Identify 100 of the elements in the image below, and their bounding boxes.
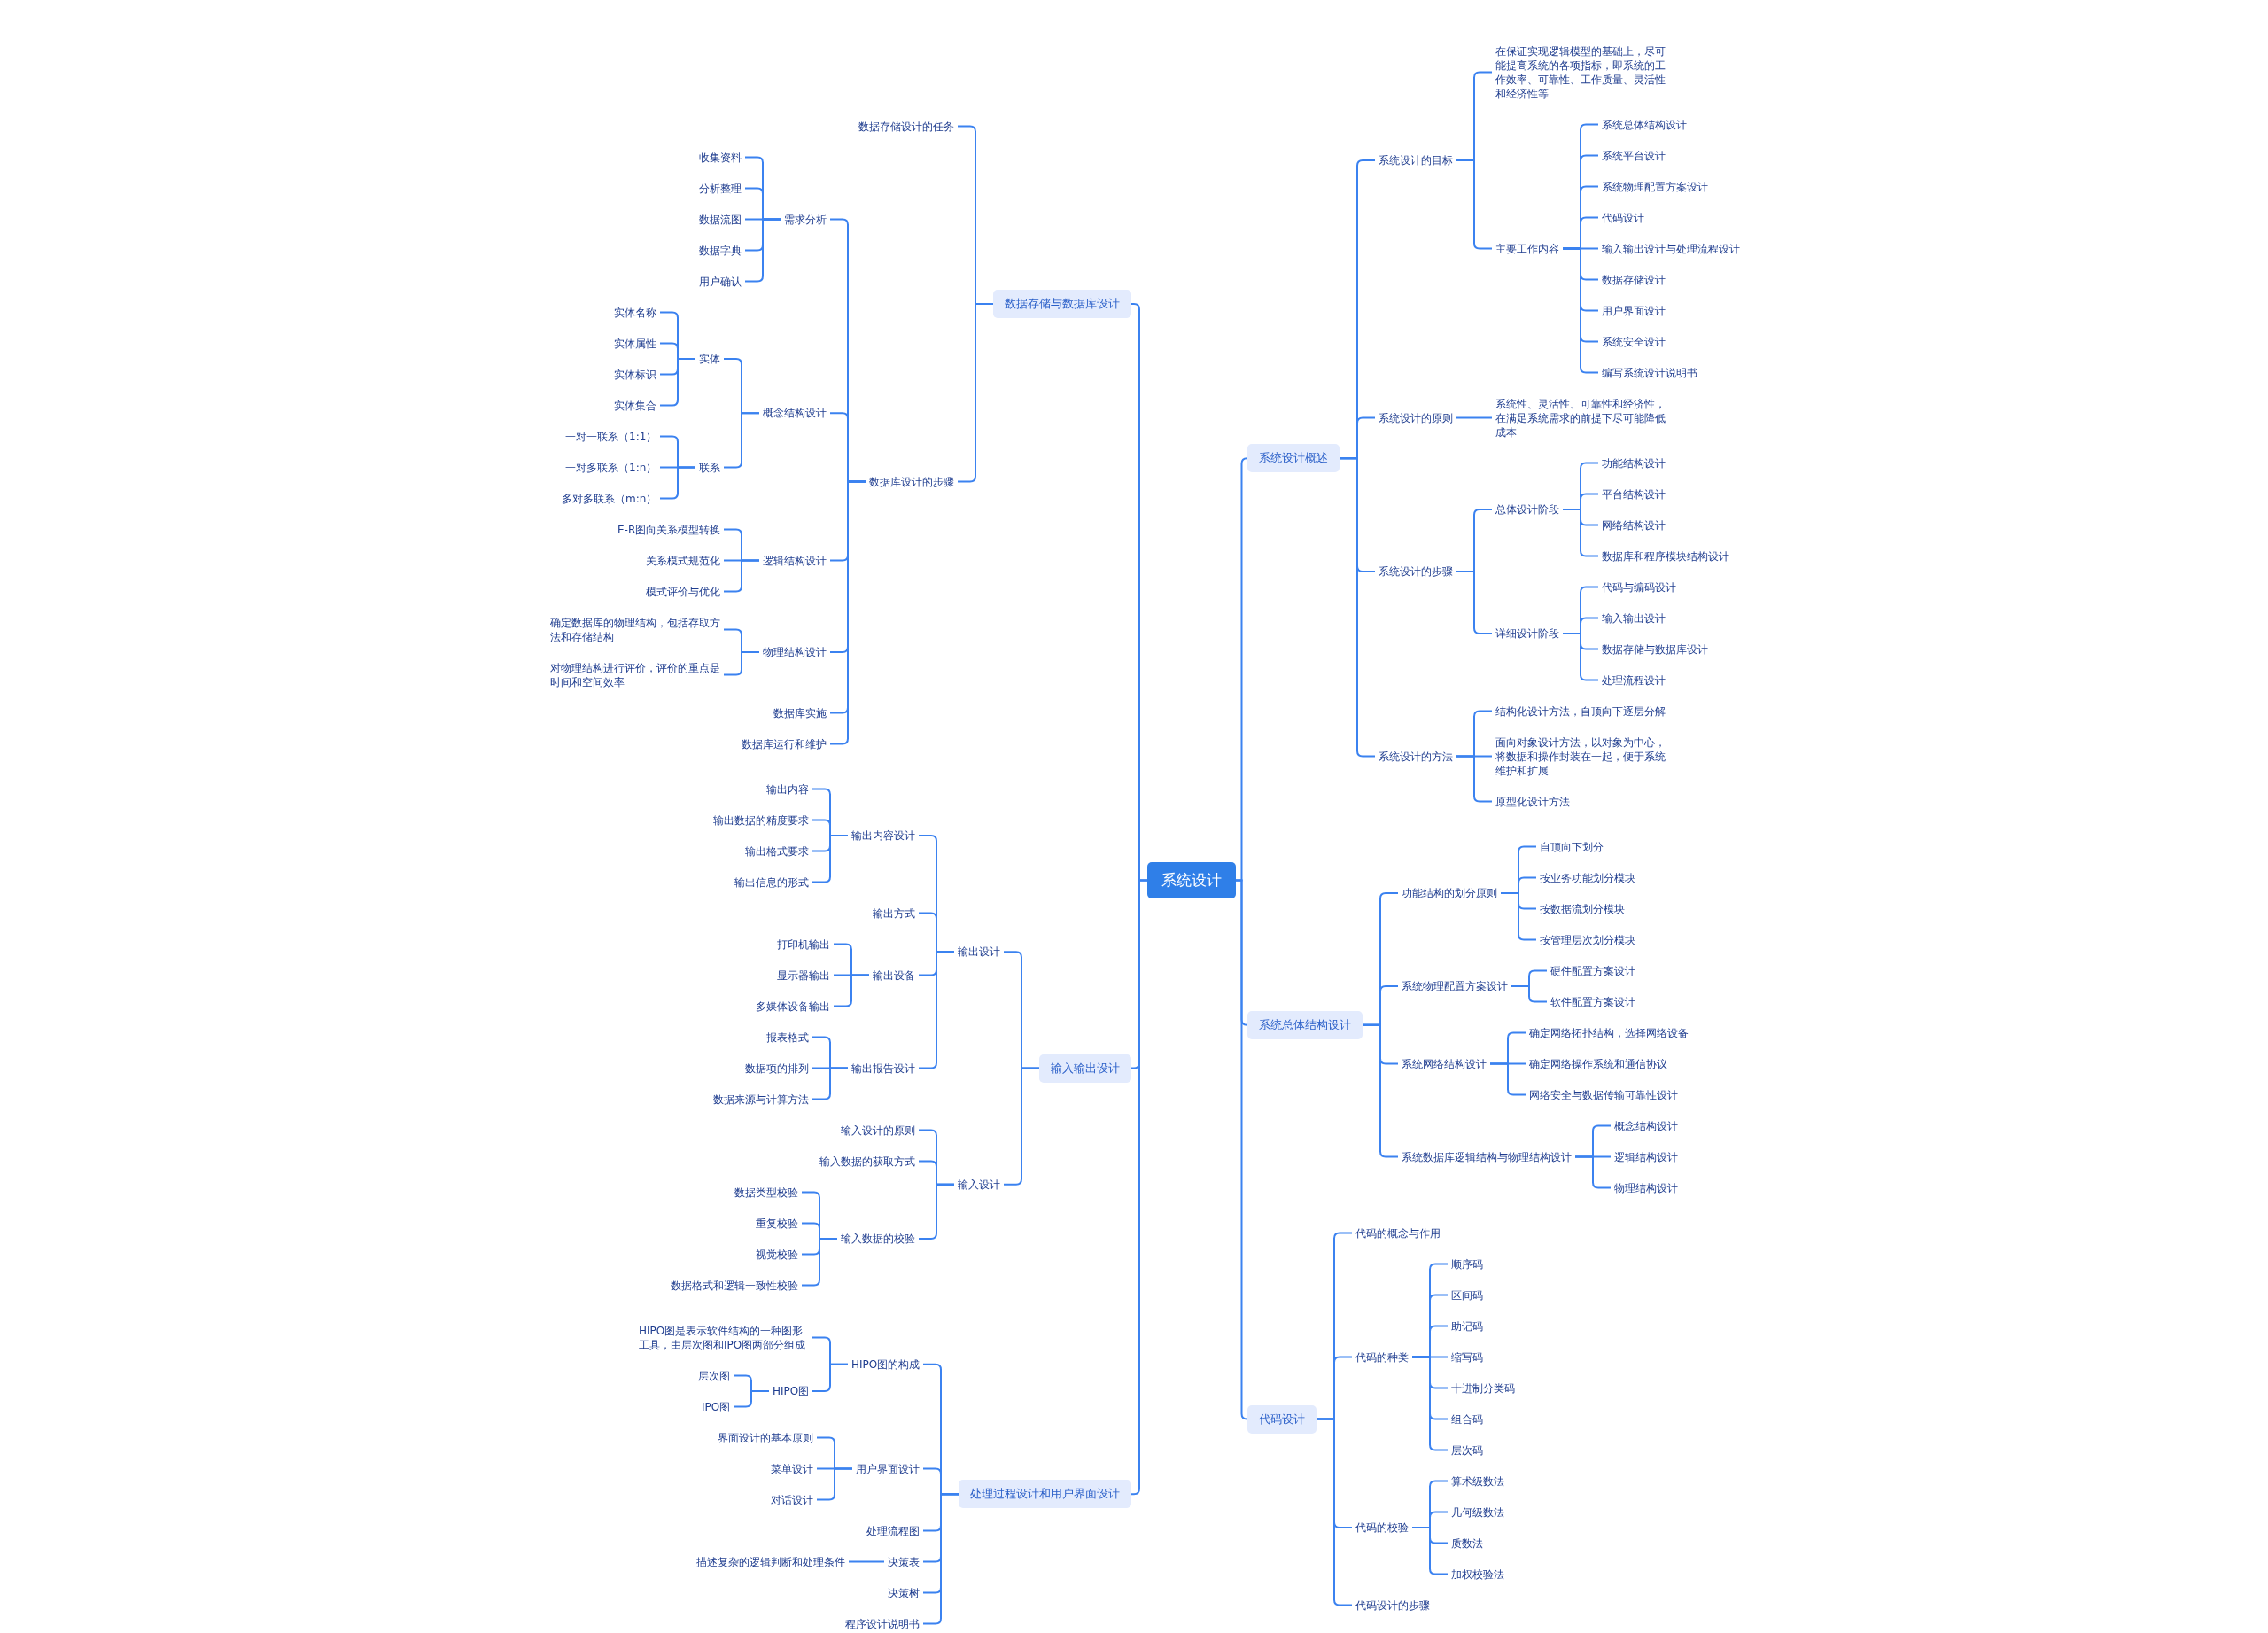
topic-text: 物理结构设计 (759, 643, 830, 661)
topic-text: 十进制分类码 (1448, 1379, 1518, 1397)
topic-text: 数据存储设计的任务 (855, 117, 958, 136)
topic-text: 输出内容设计 (848, 827, 919, 844)
topic-text: 结构化设计方法，自顶向下逐层分解 (1492, 702, 1669, 720)
topic-text: 质数法 (1448, 1534, 1487, 1552)
connector-line (1511, 985, 1548, 1003)
topic-text: 算术级数法 (1448, 1472, 1508, 1490)
topic-text: 平台结构设计 (1598, 485, 1669, 503)
topic-text: 系统数据库逻辑结构与物理结构设计 (1398, 1147, 1575, 1166)
topic-text: HIPO图是表示软件结构的一种图形工具，由层次图和IPO图两部分组成 (635, 1321, 812, 1354)
topic-text: 代码的种类 (1352, 1348, 1412, 1366)
topic-text: 确定网络操作系统和通信协议 (1526, 1054, 1671, 1073)
topic-text: 实体属性 (610, 334, 660, 353)
topic-text: 确定网络拓扑结构，选择网络设备 (1526, 1023, 1692, 1042)
connector-line (848, 1560, 885, 1563)
connector-line (812, 1363, 849, 1392)
topic-text: 面向对象设计方法，以对象为中心，将数据和操作封装在一起，便于系统维护和扩展 (1492, 733, 1669, 780)
topic-text: 对话设计 (767, 1490, 817, 1509)
topic-box: 数据存储与数据库设计 (993, 290, 1131, 318)
topic-text: 视觉校验 (752, 1245, 802, 1264)
connector-line (1489, 1062, 1526, 1096)
connector-line (1562, 509, 1599, 557)
connector-line (812, 835, 849, 883)
topic-text: 软件配置方案设计 (1547, 992, 1639, 1011)
topic-text: 输出报告设计 (848, 1059, 919, 1077)
topic-text: 概念结构设计 (1611, 1116, 1682, 1135)
topic-text: 输出设备 (869, 966, 919, 984)
topic-text: 系统平台设计 (1598, 146, 1669, 165)
topic-text: 数据来源与计算方法 (710, 1090, 812, 1108)
topic-box: 代码设计 (1247, 1404, 1317, 1434)
connector-line (744, 218, 781, 283)
topic-text: 网络安全与数据传输可靠性设计 (1526, 1085, 1682, 1104)
topic-text: 按管理层次划分模块 (1536, 930, 1639, 949)
topic-text: 描述复杂的逻辑判断和处理条件 (693, 1552, 849, 1571)
topic-text: 输出方式 (869, 904, 919, 922)
topic-text: 按数据流划分模块 (1536, 899, 1628, 918)
topic-box: 输入输出设计 (1039, 1054, 1131, 1083)
connector-line (723, 412, 760, 469)
topic-text: 决策表 (884, 1552, 923, 1571)
topic-text: 用户界面设计 (852, 1459, 923, 1478)
topic-text: 代码的概念与作用 (1352, 1224, 1444, 1242)
central-topic: 系统设计 (1147, 862, 1236, 898)
topic-text: 在保证实现逻辑模型的基础上，尽可能提高系统的各项指标，即系统的工作效率、可靠性、工作质量、灵活性和经济性等 (1492, 42, 1669, 103)
topic-text: 顺序码 (1448, 1255, 1487, 1273)
topic-text: 数据格式和逻辑一致性校验 (667, 1276, 802, 1295)
connector-line (833, 974, 870, 1007)
topic-text: 系统物理配置方案设计 (1398, 977, 1511, 995)
topic-text: 组合码 (1448, 1410, 1487, 1428)
topic-text: 系统网络结构设计 (1398, 1054, 1490, 1073)
topic-text: 关系模式规范化 (642, 551, 724, 570)
topic-text: 分析整理 (695, 179, 745, 198)
topic-text: 打印机输出 (773, 935, 834, 953)
topic-text: 数据库实施 (770, 704, 830, 722)
topic-text: 实体名称 (610, 303, 660, 322)
connector-line (1003, 1067, 1040, 1186)
topic-text: 数据类型校验 (731, 1183, 802, 1201)
connector-line (1456, 755, 1493, 803)
topic-text: 输入数据的校验 (837, 1230, 919, 1248)
connector-line (1130, 879, 1148, 1496)
connector-line (733, 1390, 770, 1408)
topic-text: 收集资料 (695, 148, 745, 167)
topic-text: HIPO图 (769, 1382, 813, 1400)
topic-text: 功能结构的划分原则 (1398, 884, 1501, 902)
topic-text: 输出设计 (954, 943, 1004, 961)
topic-text: 加权校验法 (1448, 1565, 1508, 1583)
topic-text: 输入输出设计与处理流程设计 (1598, 239, 1744, 258)
topic-box: 处理过程设计和用户界面设计 (959, 1480, 1131, 1509)
connector-line (659, 466, 696, 500)
topic-text: 功能结构设计 (1598, 454, 1669, 472)
topic-text: 用户确认 (695, 272, 745, 291)
topic-text: 对物理结构进行评价，评价的重点是时间和空间效率 (547, 658, 724, 691)
topic-text: 程序设计说明书 (842, 1614, 923, 1633)
topic-text: 按业务功能划分模块 (1536, 868, 1639, 887)
topic-text: 网络结构设计 (1598, 516, 1669, 534)
topic-text: 系统设计的目标 (1375, 152, 1456, 169)
topic-text: 代码的校验 (1352, 1519, 1412, 1536)
topic-text: 用户界面设计 (1598, 301, 1669, 320)
topic-text: 层次码 (1448, 1441, 1487, 1459)
topic-text: 模式评价与优化 (642, 582, 724, 601)
topic-text: 概念结构设计 (759, 404, 830, 423)
topic-text: 处理流程图 (863, 1521, 923, 1540)
topic-text: 逻辑结构设计 (759, 551, 830, 570)
connector-line (723, 651, 760, 676)
topic-text: 代码与编码设计 (1598, 578, 1680, 596)
topic-text: 实体标识 (610, 365, 660, 384)
topic-text: 物理结构设计 (1611, 1178, 1682, 1197)
topic-text: 输出数据的精度要求 (710, 811, 812, 829)
topic-text: 多对多联系（m:n） (558, 489, 661, 508)
topic-text: 一对一联系（1:1） (562, 427, 661, 446)
topic-text: 几何级数法 (1448, 1503, 1508, 1521)
topic-text: 系统总体结构设计 (1598, 115, 1690, 134)
topic-text: 系统设计的原则 (1375, 408, 1456, 427)
topic-text: 处理流程设计 (1598, 671, 1669, 689)
connector-line (1456, 416, 1493, 419)
connector-line (1235, 879, 1248, 1420)
topic-text: 系统设计的步骤 (1375, 563, 1456, 580)
connector-line (1574, 1155, 1612, 1189)
connector-line (922, 1493, 959, 1625)
topic-text: 输出格式要求 (742, 842, 812, 860)
